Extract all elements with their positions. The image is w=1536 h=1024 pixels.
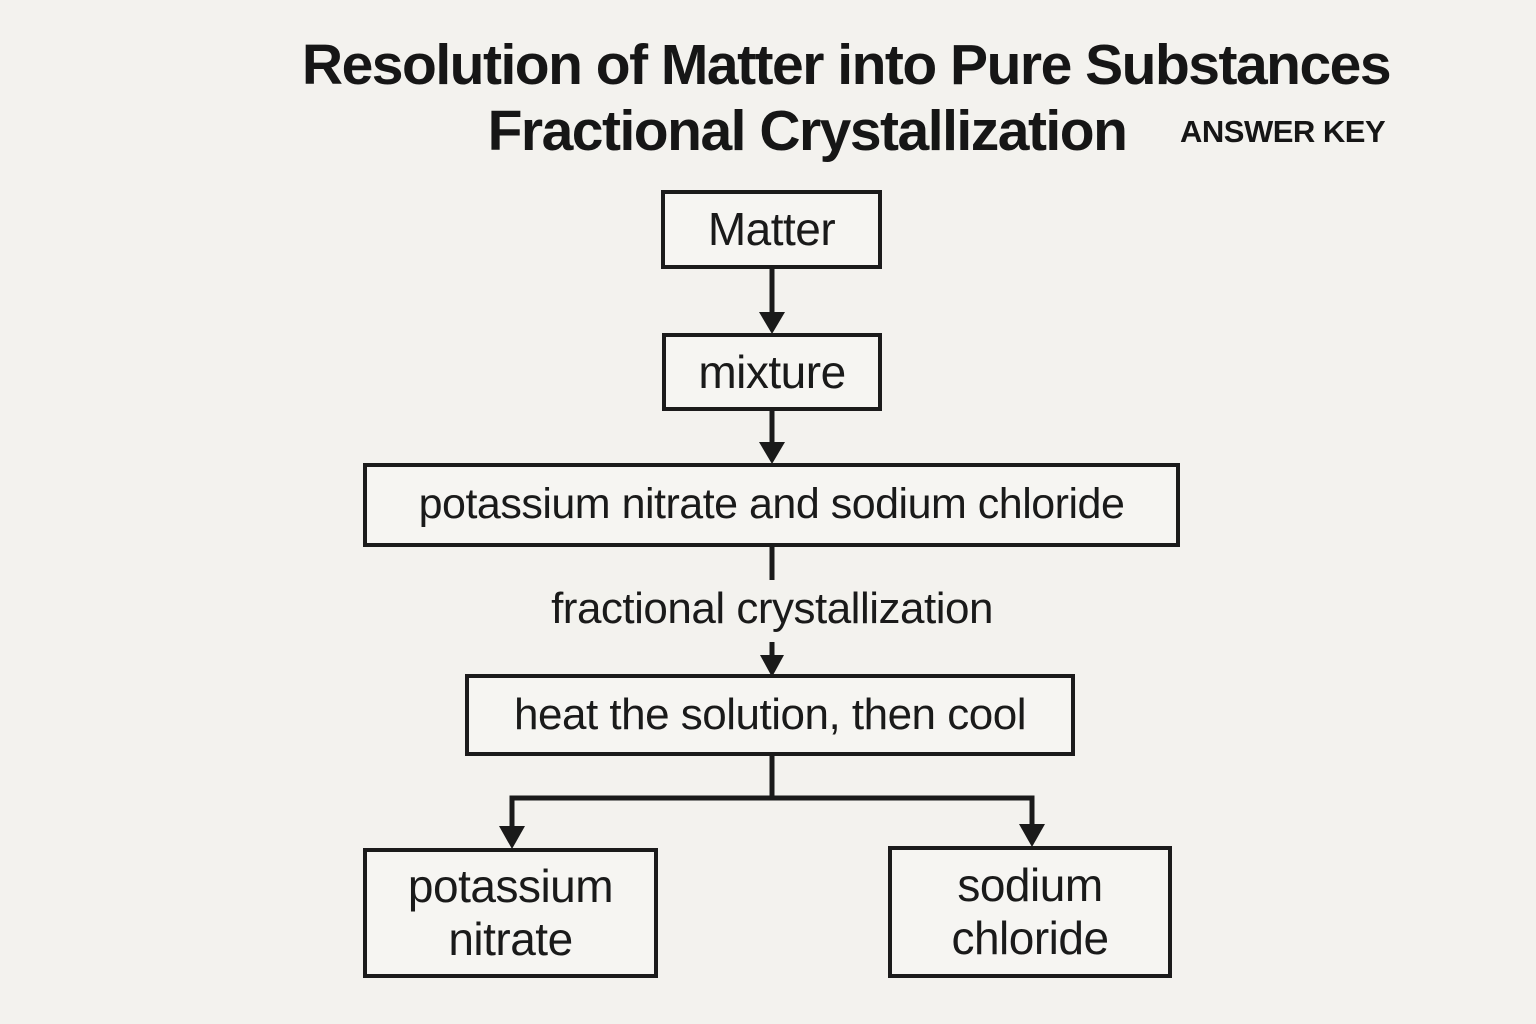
flow-node-mixture-components-label: potassium nitrate and sodium chloride: [418, 480, 1125, 529]
flow-node-mixture: mixture: [662, 333, 882, 411]
arrow-branch-right-head: [1019, 824, 1045, 847]
arrow-process-to-step-head: [760, 655, 784, 677]
flow-node-sodium-chloride: sodium chloride: [888, 846, 1172, 978]
flow-node-matter: Matter: [661, 190, 882, 269]
flow-node-potassium-nitrate: potassium nitrate: [363, 848, 658, 978]
flow-node-heat-cool-label: heat the solution, then cool: [514, 689, 1026, 739]
flow-node-mixture-label: mixture: [698, 345, 846, 398]
flow-node-potassium-nitrate-label: potassium nitrate: [407, 860, 614, 965]
arrow-branch-left-head: [499, 826, 525, 849]
answer-key-badge: ANSWER KEY: [1180, 114, 1386, 149]
arrow-mixture-to-components-head: [759, 442, 785, 464]
branch-horizontal-line: [509, 795, 1035, 828]
page-title-line2: Fractional Crystallization: [487, 99, 1128, 163]
flow-node-heat-cool: heat the solution, then cool: [465, 674, 1075, 756]
process-label: fractional crystallization: [551, 584, 993, 633]
flow-node-sodium-chloride-label: sodium chloride: [951, 859, 1109, 964]
flow-node-matter-label: Matter: [707, 203, 836, 256]
arrow-matter-to-mixture-head: [759, 312, 785, 334]
page-title-line1: Resolution of Matter into Pure Substance…: [301, 33, 1392, 97]
flow-node-mixture-components: potassium nitrate and sodium chloride: [363, 463, 1180, 547]
